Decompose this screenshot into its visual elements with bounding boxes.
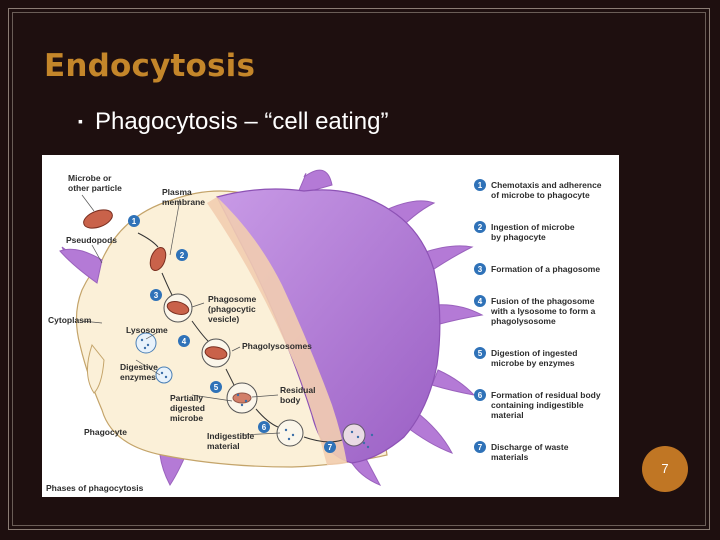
step-6-number: 6 [478, 391, 483, 400]
label-phagocyte: Phagocyte [84, 427, 127, 437]
label-partially-2: digested [170, 403, 205, 413]
label-digestive-2: enzymes [120, 372, 156, 382]
step-5-number: 5 [478, 349, 483, 358]
label-phagosome-2: (phagocytic [208, 304, 256, 314]
step-5-badge [474, 347, 486, 359]
step-7-badge [474, 441, 486, 453]
label-partially-3: microbe [170, 413, 203, 423]
diagram-step-markers: 1 2 3 4 5 6 7 [128, 215, 336, 453]
label-lysosome: Lysosome [126, 325, 168, 335]
cell-cut-band [207, 197, 347, 465]
label-phagosome-1: Phagosome [208, 294, 256, 304]
svg-text:4: 4 [182, 337, 187, 346]
label-microbe-1: Microbe or [68, 173, 112, 183]
step-1-text-2: of microbe to phagocyte [491, 190, 590, 200]
step-4-text-3: phagolysosome [491, 316, 556, 326]
leader-lines [81, 194, 281, 436]
label-plasma-1: Plasma [162, 187, 192, 197]
slide-frame-outer [8, 8, 710, 530]
label-phagolysosomes: Phagolysosomes [242, 341, 312, 351]
svg-text:2: 2 [180, 251, 185, 260]
step-6-text-1: Formation of residual body [491, 390, 601, 400]
step-4-text-1: Fusion of the phagosome [491, 296, 595, 306]
svg-text:7: 7 [328, 443, 333, 452]
step-5-text-2: microbe by enzymes [491, 358, 575, 368]
slide-title: Endocytosis [44, 48, 256, 84]
diagram-svg: Microbe or other particle Plasma membran… [46, 169, 602, 493]
step-6-badge [474, 389, 486, 401]
svg-text:6: 6 [262, 423, 267, 432]
label-digestive-1: Digestive [120, 362, 158, 372]
bullet-text: Phagocytosis – “cell eating” [94, 108, 389, 135]
step-2-text-2: by phagocyte [491, 232, 546, 242]
step-3-badge [474, 263, 486, 275]
pseudopod-left [59, 248, 103, 284]
label-indigestible-1: Indigestible [207, 431, 255, 441]
step-1-text-1: Chemotaxis and adherence [491, 180, 602, 190]
label-residual-1: Residual [280, 385, 315, 395]
figure-caption: Phases of phagocytosis [46, 483, 144, 493]
label-microbe-2: other particle [68, 183, 122, 193]
slide-frame-inner [12, 12, 706, 526]
step-2-text-1: Ingestion of microbe [491, 222, 575, 232]
bullet-item: ▪ Phagocytosis – “cell eating” [78, 108, 388, 136]
step-7-text-1: Discharge of waste [491, 442, 569, 452]
label-plasma-2: membrane [162, 197, 205, 207]
phagocyte-purple-body [216, 188, 441, 464]
svg-text:5: 5 [214, 383, 219, 392]
label-residual-2: body [280, 395, 301, 405]
phagosome-vesicles [163, 293, 366, 447]
step-5-text-1: Digestion of ingested [491, 348, 577, 358]
microbes [83, 209, 167, 272]
label-partially-1: Partially [170, 393, 203, 403]
step-2-badge [474, 221, 486, 233]
phagocytosis-diagram: Microbe or other particle Plasma membran… [42, 155, 619, 497]
bullet-marker-icon: ▪ [78, 113, 83, 129]
step-1-badge [474, 179, 486, 191]
label-phagosome-3: vesicle) [208, 314, 239, 324]
step-3-number: 3 [478, 265, 483, 274]
label-pseudopods: Pseudopods [66, 235, 117, 245]
step-4-number: 4 [478, 297, 483, 306]
svg-text:3: 3 [154, 291, 159, 300]
step-7-number: 7 [478, 443, 483, 452]
pseudopod-lower-left [87, 343, 105, 394]
step-1-number: 1 [478, 181, 483, 190]
enzyme-dots [140, 338, 374, 449]
lysosomes [135, 332, 173, 384]
step-4-text-2: with a lysosome to form a [490, 306, 596, 316]
process-arrows [137, 232, 343, 443]
step-4-badge [474, 295, 486, 307]
label-cytoplasm: Cytoplasm [48, 315, 92, 325]
step-7-text-2: materials [491, 452, 529, 462]
step-6-text-3: material [491, 410, 524, 420]
step-3-text-1: Formation of a phagosome [491, 264, 600, 274]
page-number-badge: 7 [642, 446, 688, 492]
label-indigestible-2: material [207, 441, 240, 451]
step-2-number: 2 [478, 223, 483, 232]
step-6-text-2: containing indigestible [491, 400, 584, 410]
svg-text:1: 1 [132, 217, 137, 226]
